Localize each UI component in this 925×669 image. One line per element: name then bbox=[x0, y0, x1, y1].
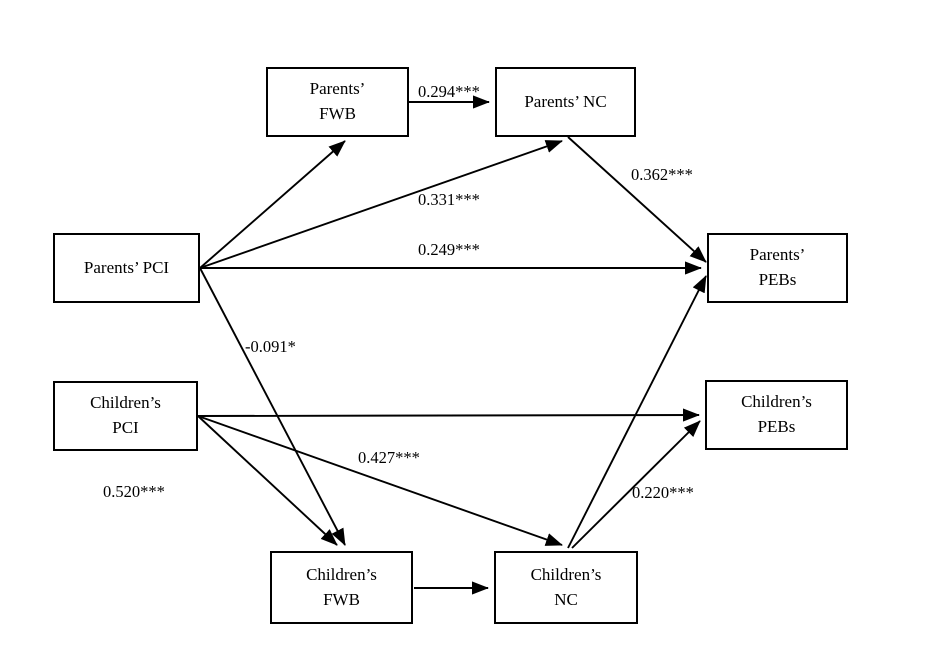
edge-coefficient-parents-pci-to-children-fwb: -0.091* bbox=[245, 337, 296, 356]
edge-parents-pci-to-children-fwb bbox=[199, 267, 346, 546]
edge-children-pci-to-children-pebs bbox=[197, 408, 700, 422]
node-label-line: FWB bbox=[319, 104, 356, 123]
node-label-line: Parents’ NC bbox=[524, 91, 607, 111]
edge-children-nc-to-children-pebs bbox=[571, 420, 701, 549]
node-parents-pebs: Parents’ PEBs bbox=[707, 233, 848, 303]
node-label-line: Parents’ PCI bbox=[83, 257, 170, 277]
node-label-line: Parents’ bbox=[749, 245, 806, 265]
edge-coefficient-children-pci-to-children-fwb: 0.520*** bbox=[103, 482, 165, 501]
edge-children-nc-to-parents-pebs bbox=[567, 275, 707, 549]
node-label-line: FWB bbox=[323, 589, 360, 609]
node-label-line: Children’s bbox=[530, 564, 602, 584]
edge-coefficient-parents-pci-to-parents-nc: 0.331*** bbox=[418, 190, 480, 209]
node-label-line: Children’s bbox=[90, 393, 161, 413]
edge-parents-pci-to-parents-fwb bbox=[199, 140, 346, 269]
edge-coefficient-children-nc-to-children-pebs: 0.220*** bbox=[632, 483, 694, 502]
node-label-line: PEBs bbox=[758, 270, 797, 289]
node-label-line: NC bbox=[554, 589, 578, 609]
node-parents-pci: Parents’ PCI bbox=[53, 233, 200, 303]
edge-parents-nc-to-parents-pebs bbox=[567, 136, 707, 263]
edge-parents-pci-to-parents-nc bbox=[199, 140, 563, 269]
node-label-line: Children’s bbox=[306, 564, 377, 584]
node-label-line: PEBs bbox=[757, 417, 796, 436]
node-label-line: Children’s bbox=[741, 392, 812, 412]
node-label-line: Parents’ bbox=[309, 79, 366, 99]
edges-group bbox=[197, 95, 707, 595]
edge-coefficient-parents-nc-to-parents-pebs: 0.362*** bbox=[631, 165, 693, 184]
edge-children-pci-to-children-nc bbox=[197, 415, 563, 546]
node-parents-fwb: Parents’ FWB bbox=[266, 67, 409, 137]
edge-children-pci-to-children-fwb bbox=[197, 415, 338, 546]
node-label-line: PCI bbox=[112, 418, 139, 437]
edge-coefficient-parents-pci-to-parents-pebs: 0.249*** bbox=[418, 240, 480, 259]
edge-coefficient-parents-fwb-to-parents-nc: 0.294*** bbox=[418, 82, 480, 101]
node-parents-nc: Parents’ NC bbox=[495, 67, 636, 137]
edge-coefficient-children-pci-to-children-nc: 0.427*** bbox=[358, 448, 420, 467]
